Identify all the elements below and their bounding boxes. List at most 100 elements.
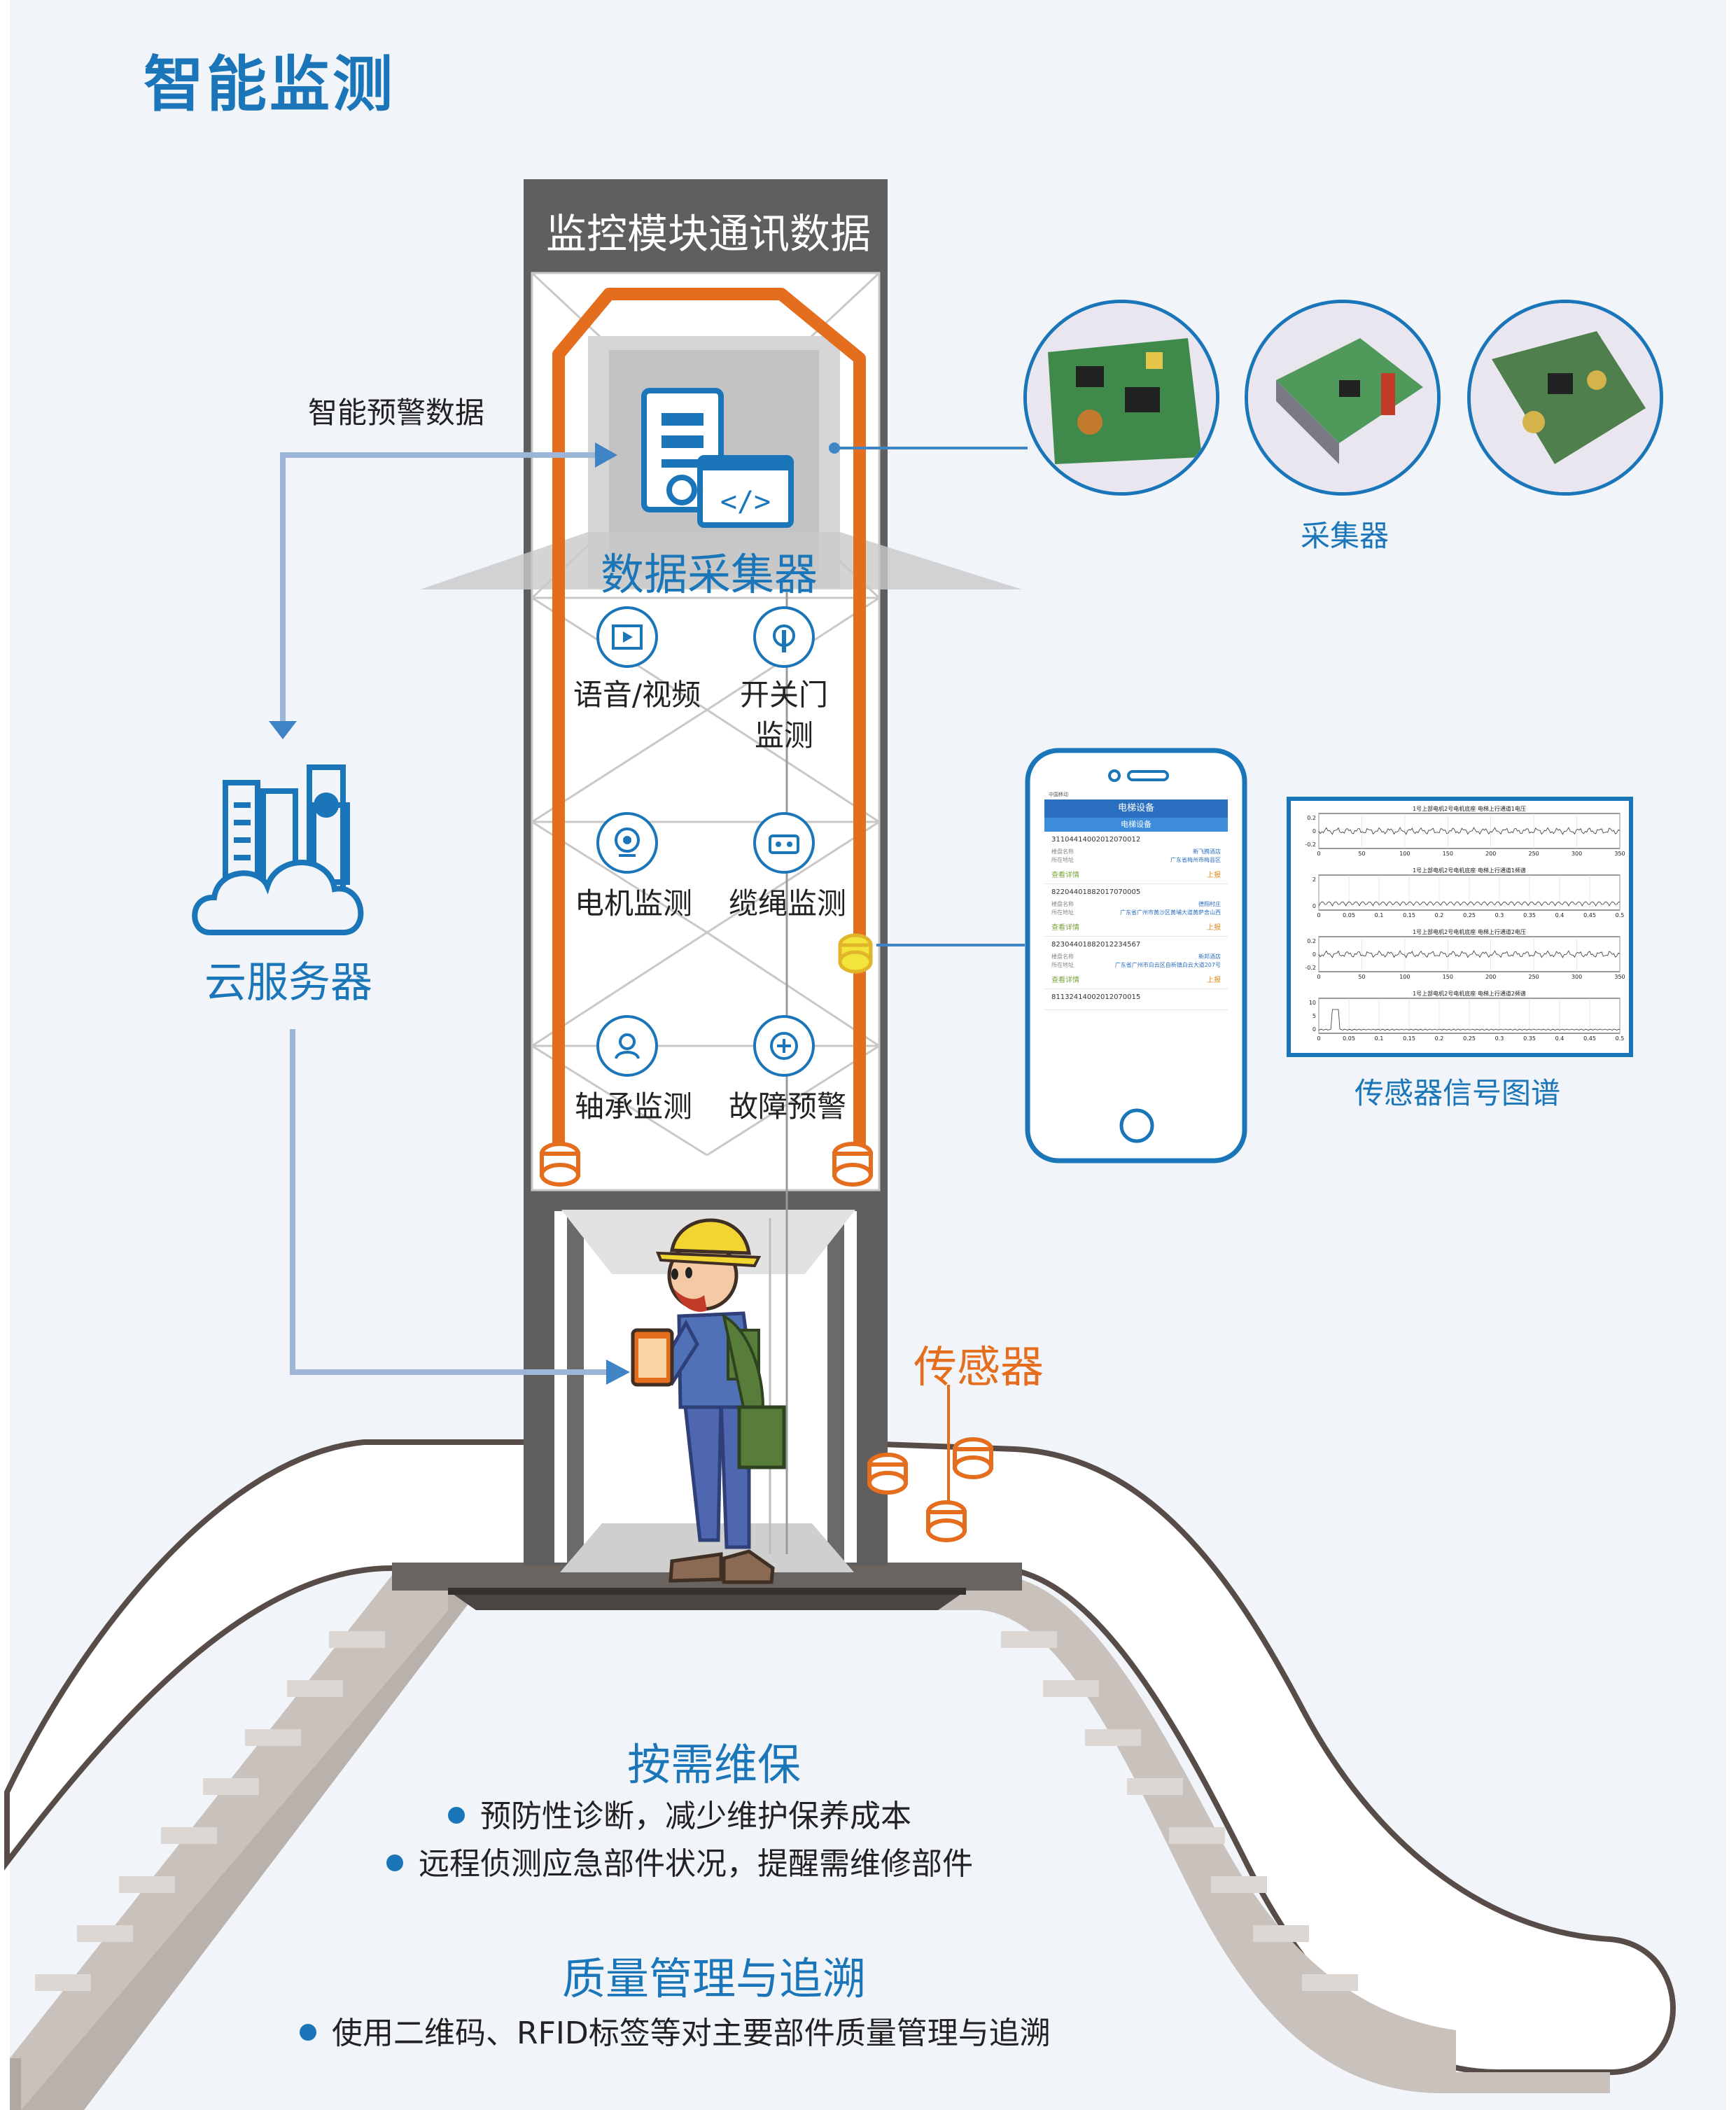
device-meta: 楼盘名称新飞腾酒店: [1051, 848, 1221, 856]
shaft-title: 监控模块通讯数据: [546, 210, 872, 258]
x-tick-label: 0.5: [1616, 1035, 1625, 1042]
bullet-item: 使用二维码、RFID标签等对主要部件质量管理与追溯: [300, 2008, 1051, 2053]
x-tick-label: 0: [1317, 912, 1320, 918]
x-tick-label: 350: [1614, 974, 1625, 980]
meta-value: 德翔村庄: [1198, 901, 1221, 907]
x-tick-label: 0.25: [1463, 912, 1476, 918]
section-title: 按需维保: [626, 1739, 801, 1790]
bullet-text: 使用二维码、RFID标签等对主要部件质量管理与追溯: [332, 2015, 1051, 2051]
x-tick-label: 100: [1399, 974, 1410, 980]
meta-key: 所在地址: [1051, 909, 1074, 916]
phone-status: 中国移动: [1049, 792, 1068, 797]
plot-frame: [1318, 936, 1620, 972]
bullet-dot: [386, 1854, 403, 1871]
y-tick-label: 5: [1312, 1013, 1316, 1019]
x-tick-label: 0.3: [1495, 912, 1504, 918]
device-actions: 查看详情 上报: [1051, 921, 1221, 932]
monitor-label-line: 轴承监测: [574, 1089, 692, 1124]
video-icon: [596, 606, 658, 668]
x-tick-label: 300: [1572, 851, 1582, 857]
list-item[interactable]: 82204401882017070005 楼盘名称 德翔村庄 所在地址 广东省广州市…: [1044, 884, 1228, 937]
x-tick-label: 200: [1485, 851, 1496, 857]
collector-photo: [1023, 300, 1219, 496]
monitor-label-line: 故障预警: [728, 1089, 846, 1124]
rail-sensors: [540, 933, 873, 1187]
bullet-item: 远程侦测应急部件状况，提醒需维修部件: [386, 1838, 973, 1883]
report-link[interactable]: 上报: [1207, 977, 1221, 984]
device-id: 81132414002012070015: [1051, 993, 1141, 1001]
x-tick-label: 0.2: [1435, 912, 1444, 918]
y-tick-label: 0: [1312, 903, 1316, 909]
plot-title: 1号上部电机2号电机底座 电梯上行通道1频谱: [1413, 867, 1526, 874]
sensor-label: 传感器: [913, 1341, 1044, 1392]
x-tick-label: 50: [1358, 974, 1365, 980]
meta-key: 楼盘名称: [1051, 901, 1074, 907]
y-tick-label: 0: [1312, 828, 1316, 834]
report-link[interactable]: 上报: [1207, 872, 1221, 879]
collector-photo: [1245, 300, 1441, 496]
y-tick-label: 10: [1309, 1000, 1316, 1006]
device-meta: 楼盘名称新邦酒店: [1051, 953, 1221, 961]
cloud-server-label: 云服务器: [204, 958, 372, 1007]
monitor-label-video: 语音/视频: [560, 675, 714, 715]
signal-line: [1318, 1009, 1620, 1031]
page-title: 智能监测: [144, 50, 396, 120]
detail-link[interactable]: 查看详情: [1051, 924, 1079, 932]
x-tick-label: 0: [1317, 974, 1320, 980]
rope-icon: [753, 812, 815, 874]
meta-key: 所在地址: [1051, 962, 1074, 968]
x-tick-label: 250: [1529, 974, 1539, 980]
list-item[interactable]: 81132414002012070015: [1044, 989, 1228, 1010]
list-item[interactable]: 31104414002012070012 楼盘名称新飞腾酒店 所在地址广东省梅州…: [1044, 832, 1228, 884]
x-tick-label: 0.4: [1555, 912, 1564, 918]
monitor-label-line: 开关门: [739, 678, 828, 712]
phone-subheader: 电梯设备: [1044, 818, 1228, 832]
x-tick-label: 350: [1614, 851, 1625, 857]
escalator-sensors: [867, 1437, 993, 1542]
x-tick-label: 150: [1443, 974, 1453, 980]
monitor-label-bearing: 轴承监测: [553, 1087, 714, 1127]
phone-screen: 中国移动 电梯设备 电梯设备 31104414002012070012 楼盘名称…: [1044, 791, 1228, 1106]
x-tick-label: 0.35: [1523, 912, 1536, 918]
plot-frame: [1318, 813, 1620, 849]
x-tick-label: 0: [1317, 851, 1320, 857]
meta-value: 新邦酒店: [1198, 953, 1221, 960]
data-collector-icon: </>: [641, 388, 794, 528]
collector-photo: [1467, 300, 1663, 496]
device-meta: 楼盘名称 德翔村庄: [1051, 900, 1221, 909]
x-tick-label: 0.1: [1375, 1035, 1384, 1042]
monitor-label-rope: 缆绳监测: [707, 883, 868, 924]
meta-key: 所在地址: [1051, 857, 1074, 863]
x-tick-label: 250: [1529, 851, 1539, 857]
x-tick-label: 0.45: [1583, 1035, 1596, 1042]
plot-title: 1号上部电机2号电机底座 电梯上行通道2电压: [1413, 928, 1526, 935]
x-tick-label: 0.35: [1523, 1035, 1536, 1042]
detail-link[interactable]: 查看详情: [1051, 872, 1079, 879]
detail-link[interactable]: 查看详情: [1051, 977, 1079, 984]
bullet-dot: [448, 1807, 465, 1824]
worker-figure: [631, 1218, 786, 1584]
x-tick-label: 0.1: [1375, 912, 1384, 918]
motor-camera-icon: [596, 812, 658, 874]
orange-rails: [552, 288, 866, 1155]
meta-value: 广东省广州市黄沙区黄埔大道黄萨舍山西: [1120, 909, 1221, 916]
door-touch-icon: [753, 606, 815, 668]
x-tick-label: 0.4: [1555, 1035, 1564, 1042]
x-tick-label: 0: [1317, 1035, 1320, 1042]
monitor-label-line: 语音/视频: [573, 678, 701, 712]
signal-line: [1318, 950, 1620, 958]
report-link[interactable]: 上报: [1207, 924, 1221, 932]
x-tick-label: 100: [1399, 851, 1410, 857]
device-id: 31104414002012070012: [1051, 836, 1141, 844]
y-tick-label: 2: [1312, 876, 1316, 883]
fault-icon: [753, 1015, 815, 1077]
escalator-right: [938, 1575, 1610, 2093]
list-item[interactable]: 82304401882012234567 楼盘名称新邦酒店 所在地址广东省广州市…: [1044, 937, 1228, 989]
y-tick-label: 0.2: [1307, 815, 1316, 821]
x-tick-label: 200: [1485, 974, 1496, 980]
device-id: 82204401882017070005: [1051, 888, 1141, 896]
device-meta: 所在地址广东省梅州市梅县区: [1051, 856, 1221, 865]
x-tick-label: 50: [1358, 851, 1365, 857]
